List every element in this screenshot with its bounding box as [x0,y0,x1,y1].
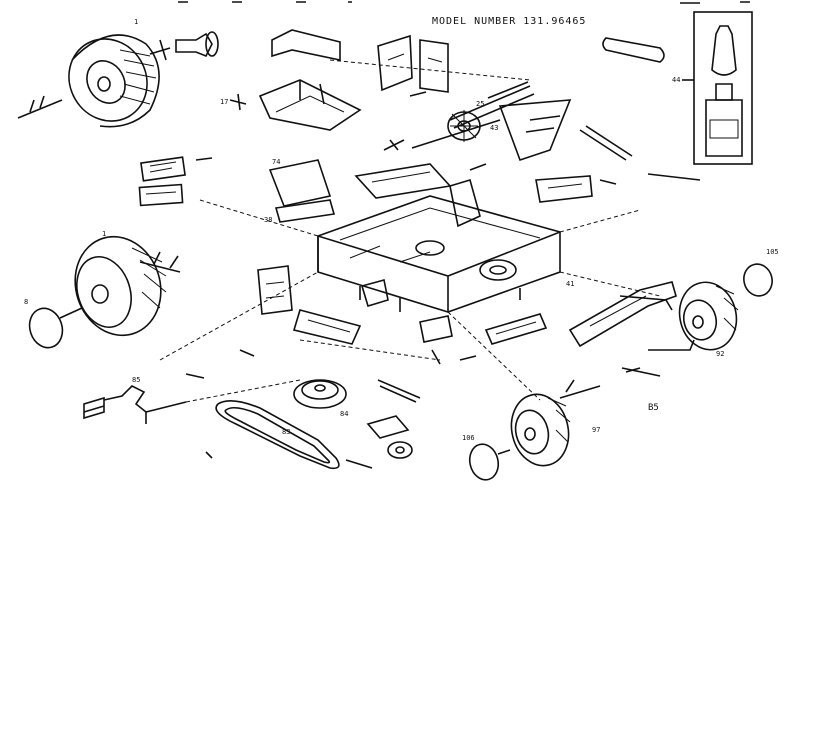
front-wheel-right: 92 105 [678,248,779,358]
front-wheel-left: 1 8 [24,230,181,349]
part-label-kit: 44 [672,76,680,84]
lower-right-support [419,313,548,345]
part-label-panel: 74 [272,158,280,166]
drive-belt: 83 [215,400,340,470]
handle-grip [602,37,665,63]
corner-code: B5 [648,403,659,413]
decal-group [138,156,213,207]
hardware-cluster [345,379,421,469]
pulley: 84 [293,379,348,418]
part-label-handle: 43 [490,124,498,132]
part-label-cap-left: 106 [462,434,475,442]
seat-bracket [258,29,449,131]
left-hanger [257,265,293,315]
part-label-deck: 41 [566,280,574,288]
part-label-lever: 38 [264,216,272,224]
rear-wheel-upper-left: 1 [17,18,160,128]
hardware-ticks [185,91,641,459]
part-label-belt: 83 [282,428,290,436]
touchup-kit: 44 [672,11,753,165]
upper-spindle [149,31,219,61]
crank-axle: 85 [83,376,187,424]
part-label-cap-right: 105 [766,248,779,256]
part-label-wheel: 1 [134,18,138,26]
model-number-label: MODEL NUMBER 131.96465 [432,16,586,27]
part-label-front-wheel: 1 [102,230,106,238]
top-edge-marks [178,1,750,4]
lower-deck-parts [292,279,389,345]
part-label-front-right: 92 [716,350,724,358]
part-label-pulley: 84 [340,410,348,418]
phantom-lines [159,59,661,403]
part-label-front-left: 97 [592,426,600,434]
part-label-shaft: 25 [476,100,484,108]
lever-assembly [535,125,701,203]
part-label-bracket: 17 [220,98,228,106]
drive-shaft [411,81,529,149]
control-panels [268,159,481,228]
part-label-axle: 85 [132,376,140,384]
part-label-hub-cap: 8 [24,298,28,306]
front-wheel-lower: 97 106 [462,379,600,481]
front-axle-right [568,281,695,377]
